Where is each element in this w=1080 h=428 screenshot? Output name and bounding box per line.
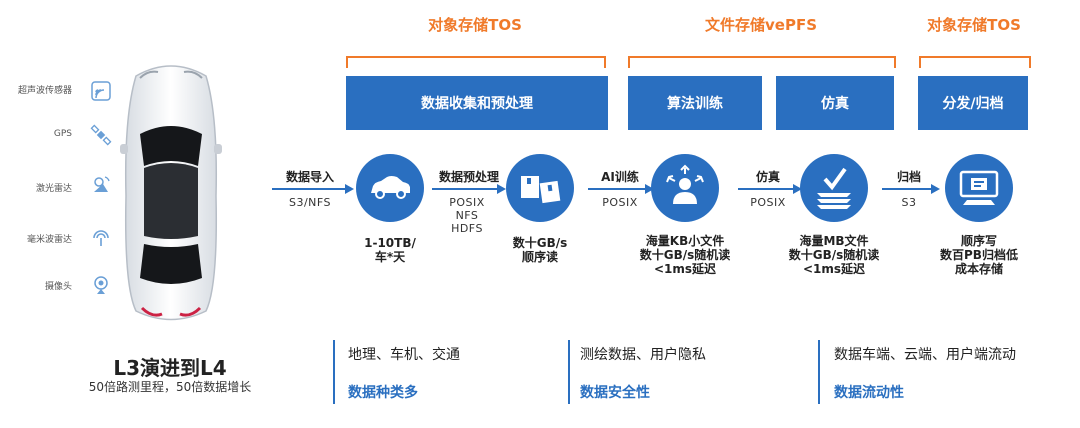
feature-label-mobility: 数据流动性	[834, 385, 904, 401]
evolution-subtitle: 50倍路测里程，50倍数据增长	[88, 380, 252, 394]
sensor-label-camera: 摄像头	[44, 282, 72, 292]
arrow-label-training: AI训练	[601, 170, 639, 184]
car-icon	[371, 176, 410, 199]
proto-import: S3/NFS	[288, 196, 332, 209]
feature-bar-3	[818, 340, 820, 404]
camera-icon	[94, 276, 108, 294]
feature-text-variety: 地理、车机、交通	[348, 347, 460, 363]
feature-bar-2	[568, 340, 570, 404]
caption-training: 海量KB小文件 数十GB/s随机读 <1ms延迟	[639, 234, 731, 276]
node-archive	[945, 154, 1013, 222]
arrow-label-import: 数据导入	[285, 170, 334, 184]
monitor-icon	[959, 170, 999, 205]
radar-icon	[93, 230, 109, 246]
proto-preprocess: POSIX NFS HDFS	[449, 196, 485, 235]
feature-label-variety: 数据种类多	[348, 385, 418, 401]
phase-algorithm-training: 算法训练	[628, 76, 762, 130]
top-title-tos-2: 对象存储TOS	[927, 16, 1021, 34]
arrow-simulation	[738, 184, 802, 194]
top-title-tos-1: 对象存储TOS	[428, 16, 522, 34]
bracket-vepfs	[628, 56, 896, 68]
arrow-preprocess	[432, 184, 506, 194]
caption-simulation: 海量MB文件 数十GB/s随机读 <1ms延迟	[788, 234, 880, 276]
ultrasonic-sensor-icon	[91, 81, 111, 101]
phase-distribution-archive: 分发/归档	[918, 76, 1028, 130]
sensor-label-mmwave: 毫米波雷达	[26, 235, 72, 245]
arrow-training	[588, 184, 654, 194]
bracket-tos-2	[919, 56, 1031, 68]
arrow-import	[272, 184, 354, 194]
feature-text-security: 测绘数据、用户隐私	[580, 347, 706, 363]
ai-person-icon	[666, 164, 704, 204]
sensor-label-ultrasonic: 超声波传感器	[17, 86, 72, 96]
arrow-label-simulation: 仿真	[755, 170, 780, 184]
phase-data-collection: 数据收集和预处理	[346, 76, 608, 130]
sensor-label-lidar: 激光雷达	[35, 184, 72, 194]
arrow-label-archive: 归档	[896, 170, 921, 184]
node-training	[651, 154, 719, 222]
proto-training: POSIX	[602, 196, 638, 209]
caption-preprocess: 数十GB/s 顺序读	[512, 236, 568, 264]
arrow-archive	[882, 184, 940, 194]
node-car	[356, 154, 424, 222]
feature-text-mobility: 数据车端、云端、用户端流动	[834, 347, 1016, 363]
arrow-label-preprocess: 数据预处理	[438, 170, 499, 184]
caption-car: 1-10TB/ 车*天	[364, 236, 416, 264]
node-simulation	[800, 154, 868, 222]
proto-archive: S3	[901, 196, 917, 209]
caption-archive: 顺序写 数百PB归档低 成本存储	[940, 234, 1018, 276]
satellite-icon	[90, 124, 112, 146]
top-title-vepfs: 文件存储vePFS	[705, 16, 817, 34]
feature-label-security: 数据安全性	[580, 385, 650, 401]
boxes-icon	[521, 176, 561, 204]
sensor-label-gps: GPS	[53, 129, 72, 139]
feature-bar-1	[333, 340, 335, 404]
phase-simulation: 仿真	[776, 76, 894, 130]
car-topview-image	[120, 65, 222, 321]
node-preprocess	[506, 154, 574, 222]
lidar-icon	[94, 176, 110, 192]
bracket-tos-1	[346, 56, 606, 68]
proto-simulation: POSIX	[750, 196, 786, 209]
evolution-title: L3演进到L4	[113, 356, 227, 380]
layers-check-icon	[817, 167, 851, 209]
